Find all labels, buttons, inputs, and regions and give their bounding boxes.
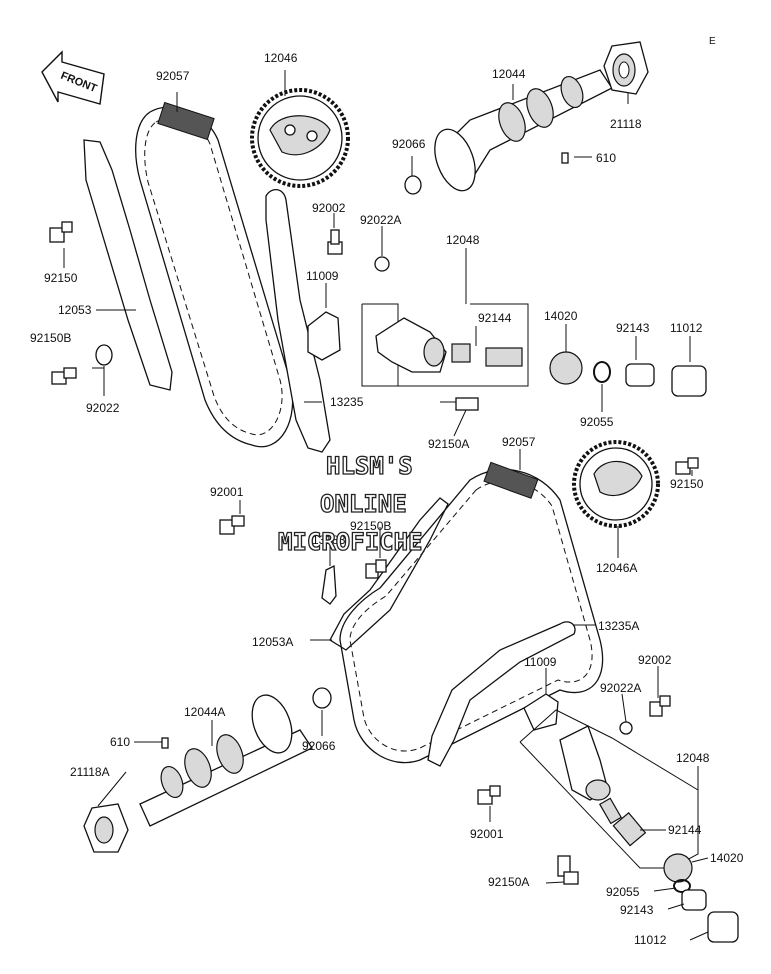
bolt-92150B-left	[51, 367, 77, 385]
label-12046A: 12046A	[596, 561, 637, 575]
bracket-13183	[321, 564, 337, 605]
watermark-line-2: ONLINE	[320, 490, 407, 518]
label-12048-top: 12048	[446, 233, 480, 247]
label-92143-bottom: 92143	[620, 903, 654, 917]
plug-92066-bottom	[312, 687, 332, 709]
label-92144-bottom: 92144	[668, 823, 702, 837]
label-610-top: 610	[596, 151, 616, 165]
label-13235: 13235	[330, 395, 364, 409]
label-92001-bottom: 92001	[470, 827, 504, 841]
watermark-line-3: MICROFICHE	[278, 528, 423, 556]
label-12053A: 12053A	[252, 635, 293, 649]
label-92022A-bottom: 92022A	[600, 681, 641, 695]
camshaft-12044	[434, 69, 613, 192]
label-92057-mid: 92057	[502, 435, 536, 449]
label-11012-top: 11012	[670, 321, 703, 335]
label-11009-bottom: 11009	[524, 655, 557, 669]
label-92057-top: 92057	[156, 69, 190, 83]
label-12053: 12053	[58, 303, 92, 317]
label-92150B-mid: 92150B	[350, 519, 391, 533]
label-92066-bottom: 92066	[302, 739, 336, 753]
cam-chain-92057-bottom	[339, 461, 604, 764]
camshaft-12044A	[139, 694, 313, 827]
bolt-92150A-bottom	[557, 855, 579, 885]
bolt-92002-top	[327, 229, 343, 255]
chain-guide-12053A	[329, 497, 449, 651]
gasket-11009-bottom	[523, 693, 559, 731]
washer-92022A-top	[374, 256, 390, 272]
plug-92066-top	[404, 175, 422, 195]
label-11009-top: 11009	[306, 269, 339, 283]
o-ring-92055-bottom	[673, 879, 691, 893]
sprocket-12046	[250, 88, 350, 188]
bolt-92001-bottom	[477, 785, 501, 805]
bolt-92150-left	[49, 221, 73, 243]
cam-plate-21118A	[83, 803, 129, 853]
pin-610-top	[561, 152, 569, 164]
o-ring-92055-top	[593, 361, 611, 383]
cam-chain-92057	[135, 101, 294, 448]
leader-lines	[63, 70, 709, 941]
label-92022A-top: 92022A	[360, 213, 401, 227]
label-92022: 92022	[86, 401, 120, 415]
label-12048-bottom: 12048	[676, 751, 710, 765]
corner-mark: E	[709, 36, 716, 47]
label-92150A-bottom: 92150A	[488, 875, 529, 889]
bolt-92150A-top	[440, 397, 479, 411]
tensioner-assembly-12048-top	[361, 303, 529, 387]
label-13183: 13183	[312, 533, 346, 547]
cap-11012-bottom	[707, 911, 739, 943]
collar-92143-top	[625, 363, 655, 387]
gasket-11009-top	[307, 311, 341, 361]
label-12046: 12046	[264, 51, 298, 65]
sprocket-12046A	[572, 440, 660, 528]
cap-11012-top	[671, 365, 707, 397]
part-labels: 92057 12046 12044 21118 92066 610 92002 …	[30, 51, 744, 947]
watermark-line-1: HLSM'S	[326, 452, 413, 480]
cap-nut-14020-top	[549, 351, 583, 385]
chain-guide-12053	[83, 139, 173, 391]
label-92002-top: 92002	[312, 201, 346, 215]
label-11012-bottom: 11012	[634, 933, 667, 947]
label-21118: 21118	[610, 117, 642, 131]
cam-plate-21118	[603, 41, 649, 95]
label-610-bottom: 610	[110, 735, 130, 749]
cap-nut-14020-bottom	[663, 853, 693, 883]
label-21118A: 21118A	[70, 765, 110, 779]
label-92144-top: 92144	[478, 311, 512, 325]
collar-92143-bottom	[681, 889, 707, 911]
label-14020-bottom: 14020	[710, 851, 744, 865]
tensioner-guide-13235A	[427, 621, 576, 767]
label-92002-bottom: 92002	[638, 653, 672, 667]
bolt-92150B-mid	[365, 559, 387, 579]
watermark: HLSM'S ONLINE MICROFICHE	[277, 451, 423, 556]
label-14020-top: 14020	[544, 309, 578, 323]
spring-92144-top	[451, 343, 523, 367]
pin-610-bottom	[161, 737, 169, 749]
label-92150A-top: 92150A	[428, 437, 469, 451]
bolt-92150-right	[675, 457, 699, 475]
label-92055-top: 92055	[580, 415, 614, 429]
bolt-92001-top	[219, 515, 245, 535]
label-12044: 12044	[492, 67, 526, 81]
bolt-92002-bottom	[649, 695, 671, 717]
label-13235A: 13235A	[598, 619, 639, 633]
tensioner-guide-13235	[265, 189, 331, 453]
washer-92022-left	[95, 344, 113, 366]
label-92143-top: 92143	[616, 321, 650, 335]
label-92150B-left: 92150B	[30, 331, 71, 345]
label-92150-right: 92150	[670, 477, 704, 491]
front-arrow: FRONT	[41, 50, 105, 105]
washer-92022A-bottom	[619, 721, 633, 735]
label-12044A: 12044A	[184, 705, 225, 719]
spring-92144-bottom	[598, 797, 647, 847]
tensioner-assembly-12048-bottom	[519, 709, 699, 869]
label-92001-top: 92001	[210, 485, 244, 499]
label-92066-top: 92066	[392, 137, 426, 151]
label-92150-left: 92150	[44, 271, 78, 285]
label-92055-bottom: 92055	[606, 885, 640, 899]
